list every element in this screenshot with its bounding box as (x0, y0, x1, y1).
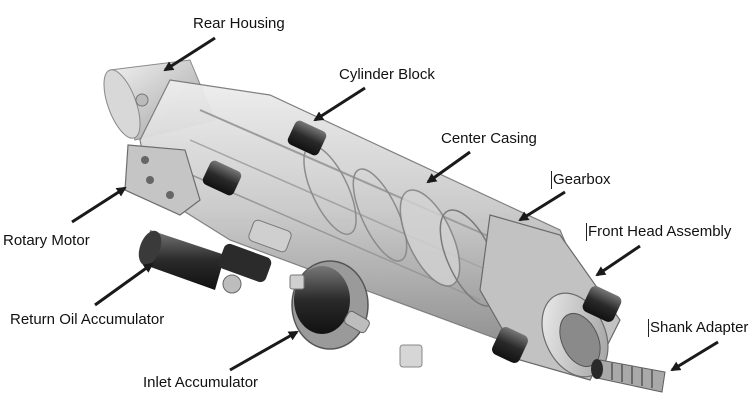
arrow-front-head-assembly (595, 244, 641, 277)
arrow-rear-housing (163, 36, 216, 72)
arrow-return-oil-accumulator (94, 262, 154, 307)
label-inlet-accumulator: Inlet Accumulator (143, 374, 259, 391)
label-rear-housing: Rear Housing (193, 15, 285, 32)
bracket-part (399, 344, 423, 368)
arrow-inlet-accumulator (229, 330, 299, 372)
label-gearbox: Gearbox (551, 171, 611, 189)
leader-arrows (71, 36, 719, 372)
shank-adapter-part (591, 359, 666, 393)
rotary-motor-part (124, 144, 201, 216)
return-oil-accumulator-part (138, 219, 292, 294)
drill-body (103, 59, 666, 393)
label-cylinder-block: Cylinder Block (339, 66, 435, 83)
arrow-center-casing (426, 150, 471, 184)
label-shank-adapter: Shank Adapter (648, 319, 749, 337)
label-rotary-motor: Rotary Motor (3, 232, 90, 249)
arrow-gearbox (518, 190, 566, 222)
label-center-casing: Center Casing (441, 130, 537, 147)
arrow-cylinder-block (313, 86, 366, 122)
cylinder-block-part (202, 120, 327, 196)
label-front-head-assembly: Front Head Assembly (586, 223, 732, 241)
inlet-accumulator-part (289, 260, 370, 350)
arrow-rotary-motor (71, 186, 127, 224)
arrow-shank-adapter (670, 340, 719, 372)
label-return-oil-accumulator: Return Oil Accumulator (10, 311, 165, 328)
front-head-part (479, 214, 622, 381)
